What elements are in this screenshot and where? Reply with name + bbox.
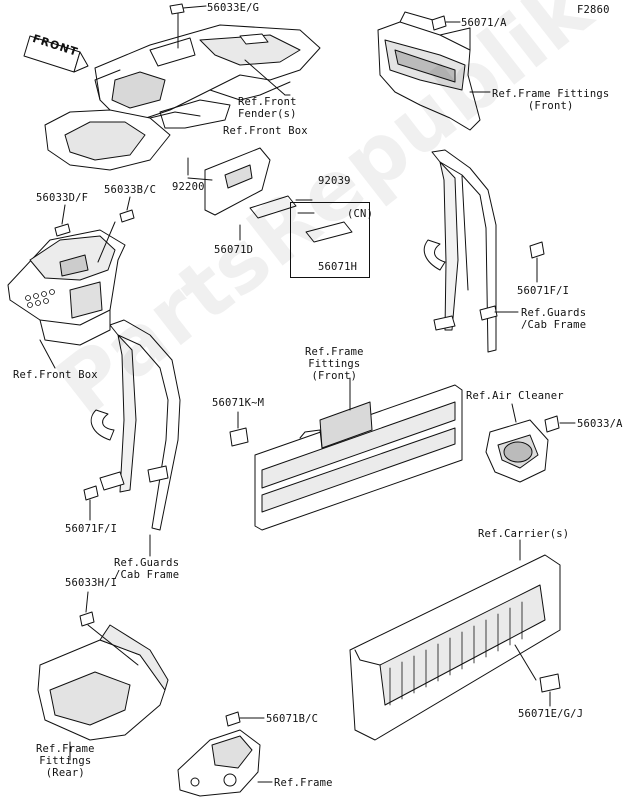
- label-ref-front-box-top: Ref.Front Box: [223, 125, 308, 137]
- frame-fittings-rear-part: [37, 624, 169, 741]
- label-ref-guards-cab-left: Ref.Guards /Cab Frame: [114, 557, 180, 581]
- label-56071fi-left: 56071F/I: [65, 523, 118, 535]
- label-56071km: 56071K~M: [212, 397, 265, 409]
- decal-56033a-icon: [544, 415, 560, 433]
- decal-56071egj-icon: [539, 673, 561, 693]
- label-56071h: 56071H: [318, 261, 358, 273]
- decal-56033hi-icon: [79, 611, 95, 627]
- label-ref-front-fender: Ref.Front Fender(s): [238, 96, 297, 120]
- label-ref-frame-fittings-front-top: Ref.Frame Fittings (Front): [492, 88, 610, 112]
- label-56071bc: 56071B/C: [266, 713, 319, 725]
- label-ref-air-cleaner: Ref.Air Cleaner: [466, 390, 564, 402]
- front-fender-part: [44, 9, 321, 171]
- decal-56033df-icon: [54, 223, 71, 237]
- label-56033df: 56033D/F: [36, 192, 89, 204]
- decal-56071h-icon: [305, 221, 353, 243]
- frame-bracket-part: [177, 729, 261, 797]
- front-box-dashboard-part: [7, 229, 126, 346]
- label-92039: 92039: [318, 175, 351, 187]
- label-ref-front-box-left: Ref.Front Box: [13, 369, 98, 381]
- label-56071egj: 56071E/G/J: [518, 708, 584, 720]
- label-ref-frame-fittings-front-mid: Ref.Frame Fittings (Front): [305, 346, 364, 382]
- label-56033hi: 56033H/I: [65, 577, 118, 589]
- label-56071fi-right: 56071F/I: [517, 285, 570, 297]
- decal-56071fi-right-icon: [529, 241, 545, 259]
- decal-56071bc-icon: [225, 711, 241, 727]
- front-arrow-icon: [23, 35, 89, 73]
- label-ref-carriers: Ref.Carrier(s): [478, 528, 570, 540]
- label-ref-frame-fittings-rear: Ref.Frame Fittings (Rear): [36, 743, 95, 779]
- carrier-part: [349, 554, 561, 741]
- label-56033eg: 56033E/G: [207, 2, 260, 14]
- label-ref-frame: Ref.Frame: [274, 777, 333, 789]
- label-ref-guards-cab-right: Ref.Guards /Cab Frame: [521, 307, 587, 331]
- label-cn: (CN): [347, 208, 374, 220]
- decal-56071a-icon: [431, 15, 447, 31]
- figure-code: F2860: [577, 4, 610, 16]
- decal-56071d-icon: [249, 195, 297, 219]
- front-box-lid-part: [187, 147, 271, 216]
- label-56071a: 56071/A: [461, 17, 507, 29]
- frame-fittings-mid-panel-part: [254, 377, 463, 531]
- label-92200: 92200: [172, 181, 205, 193]
- decal-56071fi-left-icon: [83, 485, 99, 501]
- decal-56071km-icon: [229, 427, 249, 447]
- decal-56033bc-icon: [119, 209, 135, 223]
- cab-frame-left-part: [90, 319, 181, 531]
- decal-56033eg-icon: [169, 3, 185, 15]
- cab-frame-right-part: [423, 149, 498, 353]
- label-56033bc: 56033B/C: [104, 184, 157, 196]
- air-cleaner-part: [485, 419, 549, 483]
- label-56033a: 56033/A: [577, 418, 623, 430]
- label-56071d: 56071D: [214, 244, 254, 256]
- cn-box-outline: [290, 202, 370, 278]
- frame-fittings-front-part: [377, 11, 481, 131]
